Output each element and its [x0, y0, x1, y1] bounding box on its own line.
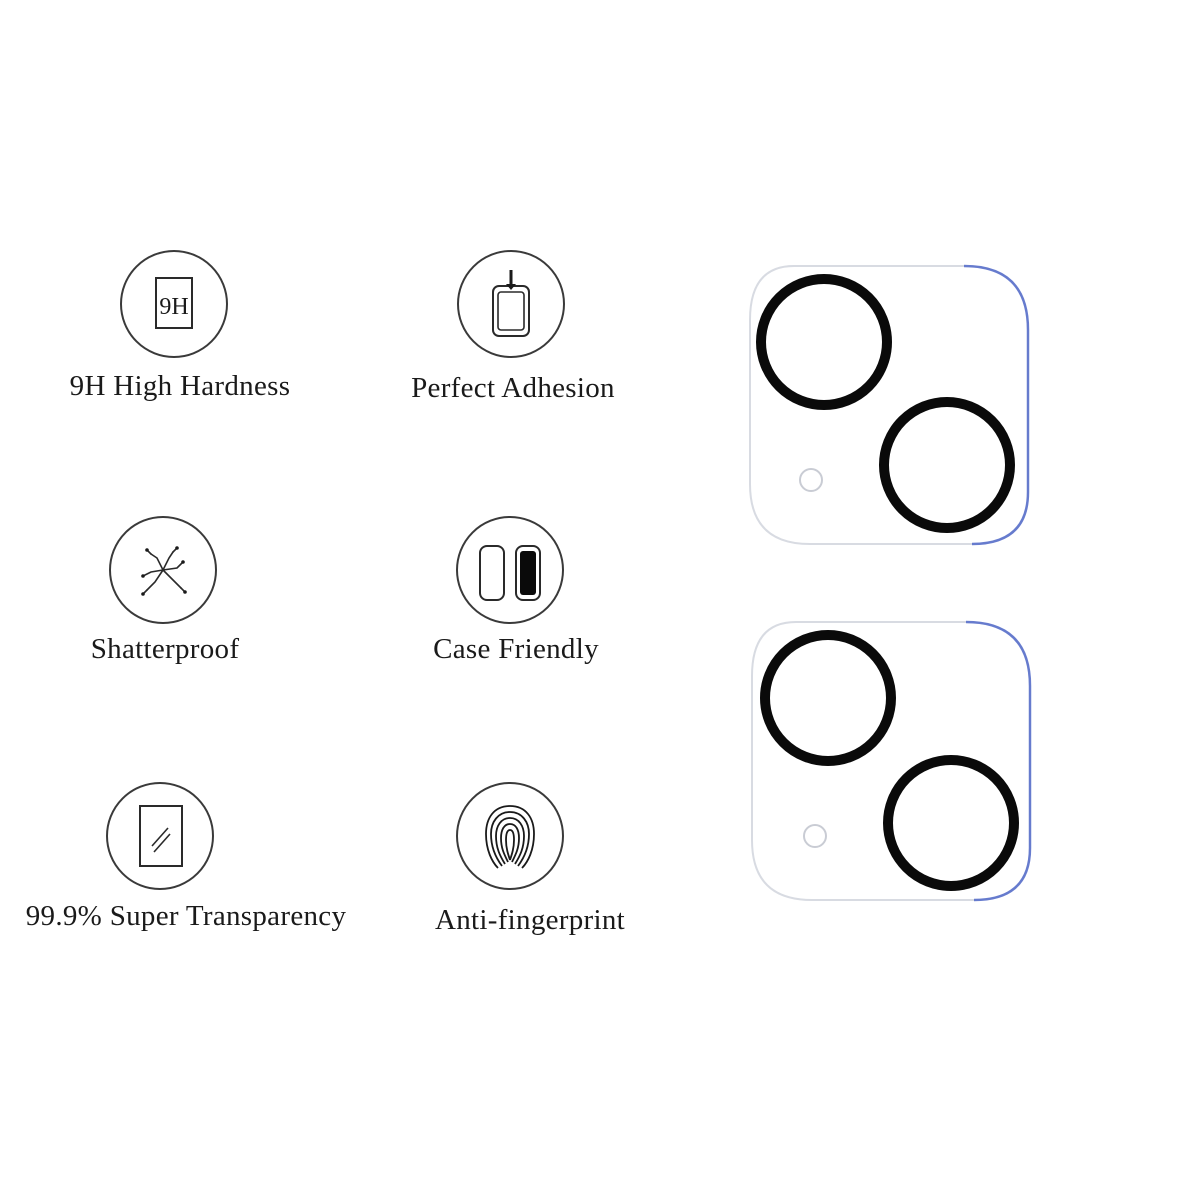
feature-adhesion: Perfect Adhesion	[333, 250, 693, 410]
feature-label-case: Case Friendly	[433, 633, 599, 665]
feature-label-shatterproof: Shatterproof	[90, 633, 240, 665]
lens-ring-bottom-right-2	[883, 755, 1019, 891]
lens-protector-top	[744, 260, 1040, 550]
feature-fingerprint: Anti-fingerprint	[350, 782, 710, 942]
lens-protector-bottom	[746, 616, 1042, 906]
transparency-icon	[106, 782, 214, 890]
feature-label-fingerprint: Anti-fingerprint	[434, 904, 626, 936]
adhesion-icon	[457, 250, 565, 358]
feature-hardness: 9H 9H High Hardness	[0, 250, 360, 410]
feature-label-transparency: 99.9% Super Transparency	[25, 900, 347, 932]
9h-hardness-icon: 9H	[120, 250, 228, 358]
shatter-icon	[109, 516, 217, 624]
9h-icon-text: 9H	[159, 294, 188, 320]
feature-shatterproof: Shatterproof	[0, 516, 345, 676]
lens-ring-top-left-2	[760, 630, 896, 766]
fingerprint-icon	[456, 782, 564, 890]
feature-label-hardness: 9H High Hardness	[69, 370, 291, 402]
feature-label-adhesion: Perfect Adhesion	[411, 372, 615, 404]
lens-ring-top-left	[756, 274, 892, 410]
feature-transparency: 99.9% Super Transparency	[6, 782, 366, 942]
feature-case: Case Friendly	[336, 516, 696, 676]
case-friendly-icon	[456, 516, 564, 624]
lens-ring-bottom-right	[879, 397, 1015, 533]
